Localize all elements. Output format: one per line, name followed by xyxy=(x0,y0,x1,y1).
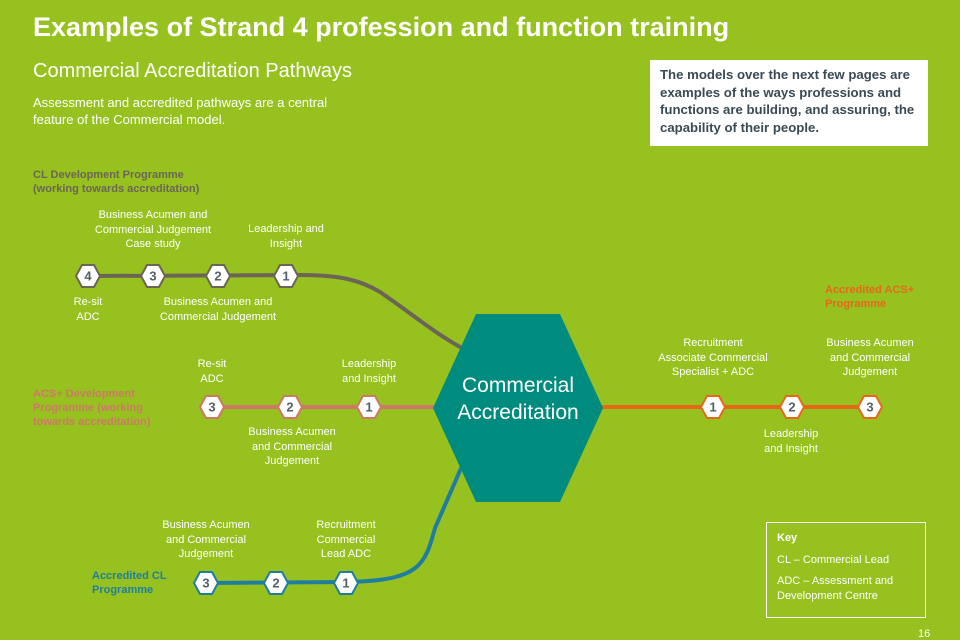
step-node-number: 1 xyxy=(709,400,716,415)
step-node: 2 xyxy=(778,395,806,419)
step-node-number: 2 xyxy=(788,400,795,415)
step-label: Recruitment Associate Commercial Special… xyxy=(658,337,768,378)
pathway-label-line: Accredited ACS+ xyxy=(825,284,915,296)
step-label: Re-sit ADC xyxy=(73,296,103,323)
key-item-cl: CL – Commercial Lead xyxy=(777,554,890,566)
step-node: 1 xyxy=(332,571,360,595)
step-label: Business Acumen and Commercial Judgement xyxy=(248,426,336,467)
step-label: Recruitment Commercial Lead ADC xyxy=(316,519,376,560)
page-title: Examples of Strand 4 profession and func… xyxy=(33,12,730,42)
hub-label: Commercial Accreditation xyxy=(433,372,603,426)
note-box: The models over the next few pages are e… xyxy=(650,60,928,146)
pathway-label-line: Programme xyxy=(825,298,887,310)
step-node-number: 3 xyxy=(866,400,873,415)
hub-label-line1: Commercial xyxy=(461,374,574,397)
pathway-label-line: towards accreditation) xyxy=(33,416,151,428)
step-node-number: 2 xyxy=(214,269,221,284)
acs-development-nodes: 3 2 1 xyxy=(198,395,383,419)
pathway-label-line: Programme xyxy=(92,584,154,596)
step-node-number: 4 xyxy=(84,269,92,284)
step-node: 3 xyxy=(856,395,884,419)
step-node-number: 1 xyxy=(342,576,349,591)
step-label: Business Acumen and Commercial Judgement xyxy=(162,519,250,560)
commercial-accreditation-hub xyxy=(433,314,603,502)
cl-development-line xyxy=(86,272,472,354)
step-label: Re-sit ADC xyxy=(197,358,227,385)
step-node-number: 3 xyxy=(208,400,215,415)
pathway-label-accredited-cl: Accredited CL Programme xyxy=(92,569,167,597)
step-node: 1 xyxy=(272,264,300,288)
pathway-label-cl-development: CL Development Programme (working toward… xyxy=(33,168,199,196)
step-node-number: 3 xyxy=(202,576,209,591)
step-label: Leadership and Insight xyxy=(341,358,397,385)
step-node: 3 xyxy=(192,571,220,595)
pathway-label-line: ACS+ Development xyxy=(33,388,135,400)
key-title: Key xyxy=(777,532,798,544)
page-number: 16 xyxy=(918,628,931,640)
pathway-label-line: Accredited CL xyxy=(92,570,167,582)
step-label: Leadership and Insight xyxy=(763,428,819,455)
key-item-adc: ADC – Assessment and Development Centre xyxy=(777,575,894,602)
pathway-label-line: Programme (working xyxy=(33,402,144,414)
pathway-label-accredited-acs: Accredited ACS+ Programme xyxy=(825,283,914,311)
hub-label-line2: Accreditation xyxy=(457,401,579,424)
key-box: Key CL – Commercial Lead ADC – Assessmen… xyxy=(766,522,926,618)
pathway-label-line: (working towards accreditation) xyxy=(33,183,200,195)
step-label: Business Acumen and Commercial Judgement… xyxy=(94,209,212,250)
step-node-number: 2 xyxy=(272,576,279,591)
page-subtitle: Commercial Accreditation Pathways xyxy=(33,60,353,82)
step-label: Business Acumen and Commercial Judgement xyxy=(826,337,914,378)
intro-text: Assessment and accredited pathways are a… xyxy=(33,95,328,127)
step-node-number: 2 xyxy=(286,400,293,415)
step-node-number: 1 xyxy=(282,269,289,284)
step-node: 2 xyxy=(204,264,232,288)
step-node: 2 xyxy=(276,395,304,419)
pathway-label-line: CL Development Programme xyxy=(33,169,184,181)
step-node: 1 xyxy=(699,395,727,419)
pathway-label-acs-development: ACS+ Development Programme (working towa… xyxy=(33,387,150,429)
step-node: 3 xyxy=(139,264,167,288)
step-label: Business Acumen and Commercial Judgement xyxy=(159,296,277,323)
step-node: 3 xyxy=(198,395,226,419)
step-label: Leadership and Insight xyxy=(248,223,324,250)
cl-development-nodes: 4 3 2 1 xyxy=(74,264,300,288)
accredited-cl-line xyxy=(204,464,464,585)
step-node: 2 xyxy=(262,571,290,595)
step-node-number: 3 xyxy=(149,269,156,284)
step-node: 1 xyxy=(355,395,383,419)
accredited-acs-nodes: 1 2 3 xyxy=(699,395,884,419)
step-node: 4 xyxy=(74,264,102,288)
step-node-number: 1 xyxy=(365,400,372,415)
accredited-cl-nodes: 3 2 1 xyxy=(192,571,360,595)
